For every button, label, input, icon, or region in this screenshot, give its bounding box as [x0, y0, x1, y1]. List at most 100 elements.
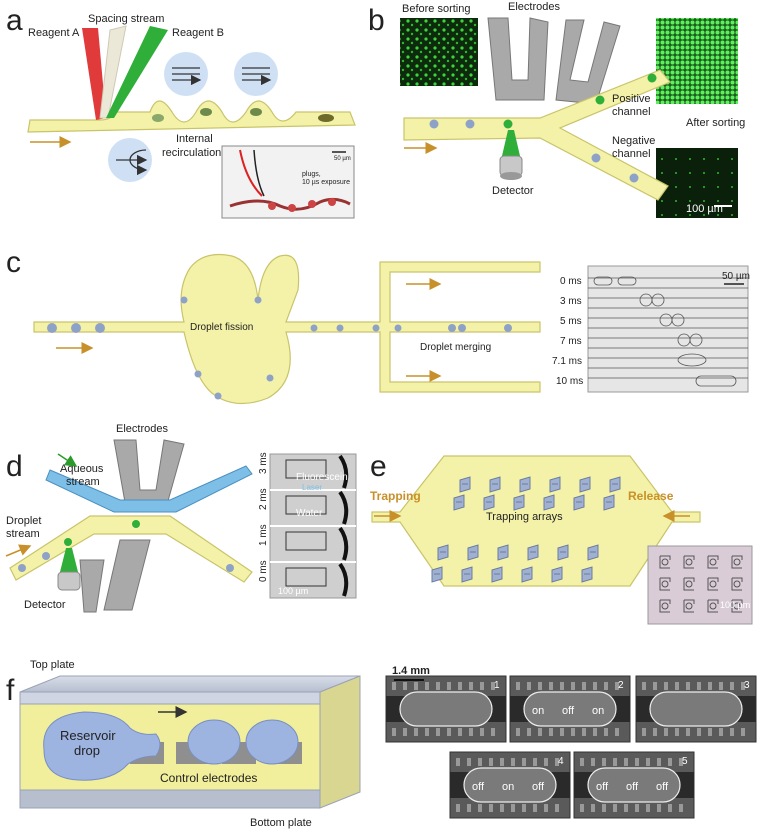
contact-pad — [664, 682, 668, 690]
reagent-b-label: Reagent B — [172, 27, 224, 39]
electrode-state-label: off — [596, 781, 609, 793]
contact-pad — [469, 728, 473, 736]
contact-pad — [527, 728, 531, 736]
frame-number: 3 — [744, 680, 750, 691]
contact-pad — [741, 682, 745, 690]
contact-pad — [604, 728, 608, 736]
contact-pad — [593, 728, 597, 736]
positive-channel-line: Positive — [612, 93, 651, 105]
droplet — [595, 95, 605, 105]
plugs-caption: plugs, 10 µs exposure — [302, 171, 350, 186]
trap — [573, 494, 585, 511]
trap — [453, 494, 465, 511]
contact-pad — [657, 758, 661, 766]
trap — [483, 494, 495, 511]
droplet — [214, 392, 222, 400]
trap-outline — [659, 577, 671, 591]
electrode-state-label: off — [532, 781, 545, 793]
trapped-droplet — [709, 602, 717, 610]
merging-time-series: 0 ms 3 ms 5 ms 7 ms 7.1 ms 10 ms 50 — [552, 265, 750, 393]
trap — [543, 494, 555, 511]
contact-pad — [555, 758, 559, 766]
plug — [152, 114, 164, 122]
trap-outline — [707, 599, 719, 613]
droplet — [42, 552, 50, 560]
trap — [609, 476, 621, 493]
detector-label: Detector — [492, 185, 534, 197]
plugs-micrograph: plugs, 10 µs exposure 50 µm — [221, 145, 355, 219]
trap-outline — [731, 577, 743, 591]
sorting-time-strip: Fluorescein Laser Water 100 µm 3 ms 2 ms… — [258, 452, 357, 599]
droplet — [458, 324, 466, 332]
droplet-outline — [463, 767, 557, 803]
trapped-droplet — [733, 558, 741, 566]
electrode — [113, 439, 185, 509]
contact-pad — [403, 682, 407, 690]
droplet — [71, 323, 81, 333]
contact-pad — [697, 682, 701, 690]
contact-pad — [489, 758, 493, 766]
trap — [437, 544, 449, 561]
laser-label: Laser — [302, 483, 322, 492]
scale-bar-label: 100 µm — [278, 586, 308, 596]
reagent-a-stream — [82, 28, 106, 120]
electrodes-label: Electrodes — [116, 423, 168, 435]
droplet — [647, 73, 657, 83]
contact-pad — [425, 682, 429, 690]
contact-pad — [467, 758, 471, 766]
droplet — [394, 324, 402, 332]
trap-array-top — [453, 476, 621, 511]
droplet — [47, 323, 57, 333]
contact-pad — [511, 758, 515, 766]
contact-pad — [613, 804, 617, 812]
droplet-outline — [399, 691, 493, 727]
bottom-plate — [19, 789, 321, 809]
contact-pad — [511, 804, 515, 812]
device-side — [319, 675, 361, 809]
droplet — [266, 374, 274, 382]
droplet-fission-label: Droplet fission — [190, 322, 253, 333]
recirculation-bubble — [164, 52, 208, 96]
contact-pad — [533, 804, 537, 812]
detector — [57, 548, 81, 591]
internal-recirculation-line: recirculation — [162, 147, 221, 159]
contact-pad — [516, 728, 520, 736]
panel-c-letter: c — [6, 246, 21, 279]
trap — [491, 566, 503, 583]
positive-channel-label: Positive channel — [612, 93, 654, 118]
trap — [581, 566, 593, 583]
panel-e: e Trapping Release Trapping arrays 100 µ… — [370, 450, 753, 625]
electrode-state-label: off — [656, 781, 669, 793]
electrodes-label: Electrodes — [508, 1, 560, 13]
contact-pad — [708, 682, 712, 690]
contact-pad — [697, 728, 701, 736]
trapped-droplet — [661, 558, 669, 566]
contact-pad — [580, 758, 584, 766]
trap — [521, 566, 533, 583]
contact-pad — [679, 804, 683, 812]
contact-pad — [491, 682, 495, 690]
contact-pad — [469, 682, 473, 690]
positive-channel-line: channel — [612, 106, 651, 118]
reagent-a-label: Reagent A — [28, 27, 80, 39]
plug — [318, 114, 334, 122]
contact-pad — [591, 804, 595, 812]
trapped-droplet — [685, 602, 693, 610]
aqueous-stream-line: stream — [66, 476, 100, 488]
trap-micrograph: 100 µm — [647, 545, 753, 625]
top-plate-label: Top plate — [30, 659, 75, 671]
contact-pad — [604, 682, 608, 690]
recirculation-bubble — [108, 138, 152, 182]
frame-number: 4 — [558, 756, 564, 767]
aqueous-arrow — [57, 453, 78, 467]
plug — [200, 108, 212, 116]
contact-pad — [549, 728, 553, 736]
top-plate — [19, 675, 361, 693]
trap-outline — [707, 577, 719, 591]
panel-c: c Droplet fission Droplet merging 0 ms 3… — [6, 246, 750, 405]
electrode — [555, 19, 621, 105]
contact-pad — [730, 682, 734, 690]
contact-pad — [544, 804, 548, 812]
contact-pad — [544, 758, 548, 766]
contact-pad — [478, 758, 482, 766]
